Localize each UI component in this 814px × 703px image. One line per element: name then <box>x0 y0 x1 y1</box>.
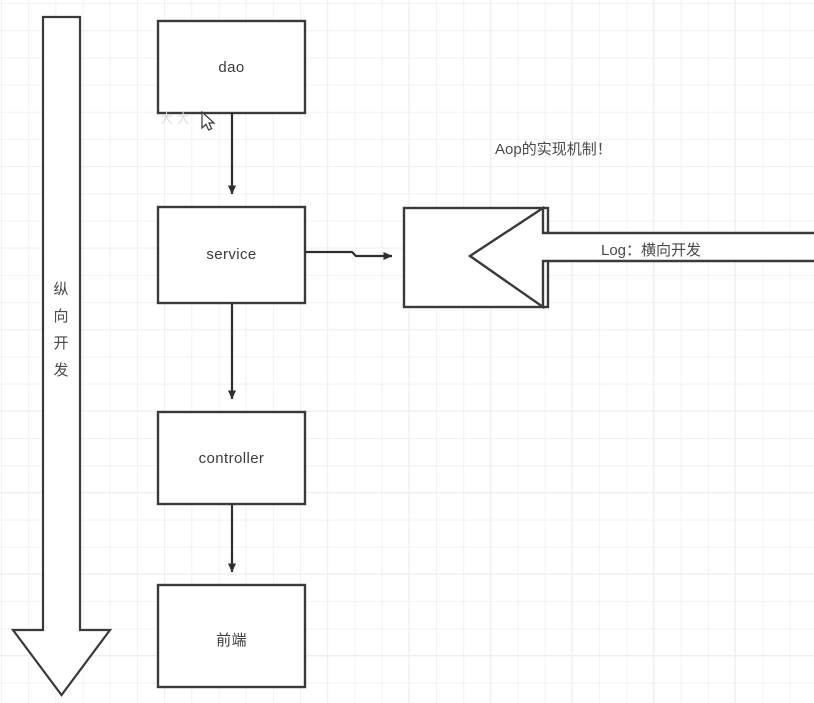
aop-note-label: Aop的实现机制！ <box>495 141 612 158</box>
edge-service-to-aspect <box>305 250 393 260</box>
node-frontend-box[interactable] <box>156 583 307 689</box>
horizontal-arrow-shape <box>467 205 814 310</box>
node-dao-box[interactable] <box>156 19 307 115</box>
horizontal-dev-arrow <box>467 205 814 310</box>
faint-watermark: 大 大 <box>160 111 190 126</box>
node-service-box[interactable] <box>156 205 307 305</box>
vertical-dev-arrow <box>10 15 113 697</box>
horizontal-arrow-label: Log：横向开发 <box>601 242 702 259</box>
vertical-arrow-shape <box>10 15 113 697</box>
node-controller-box[interactable] <box>156 410 307 506</box>
vertical-arrow-label: 纵向开发 <box>53 281 69 379</box>
mouse-cursor-icon <box>201 110 216 131</box>
